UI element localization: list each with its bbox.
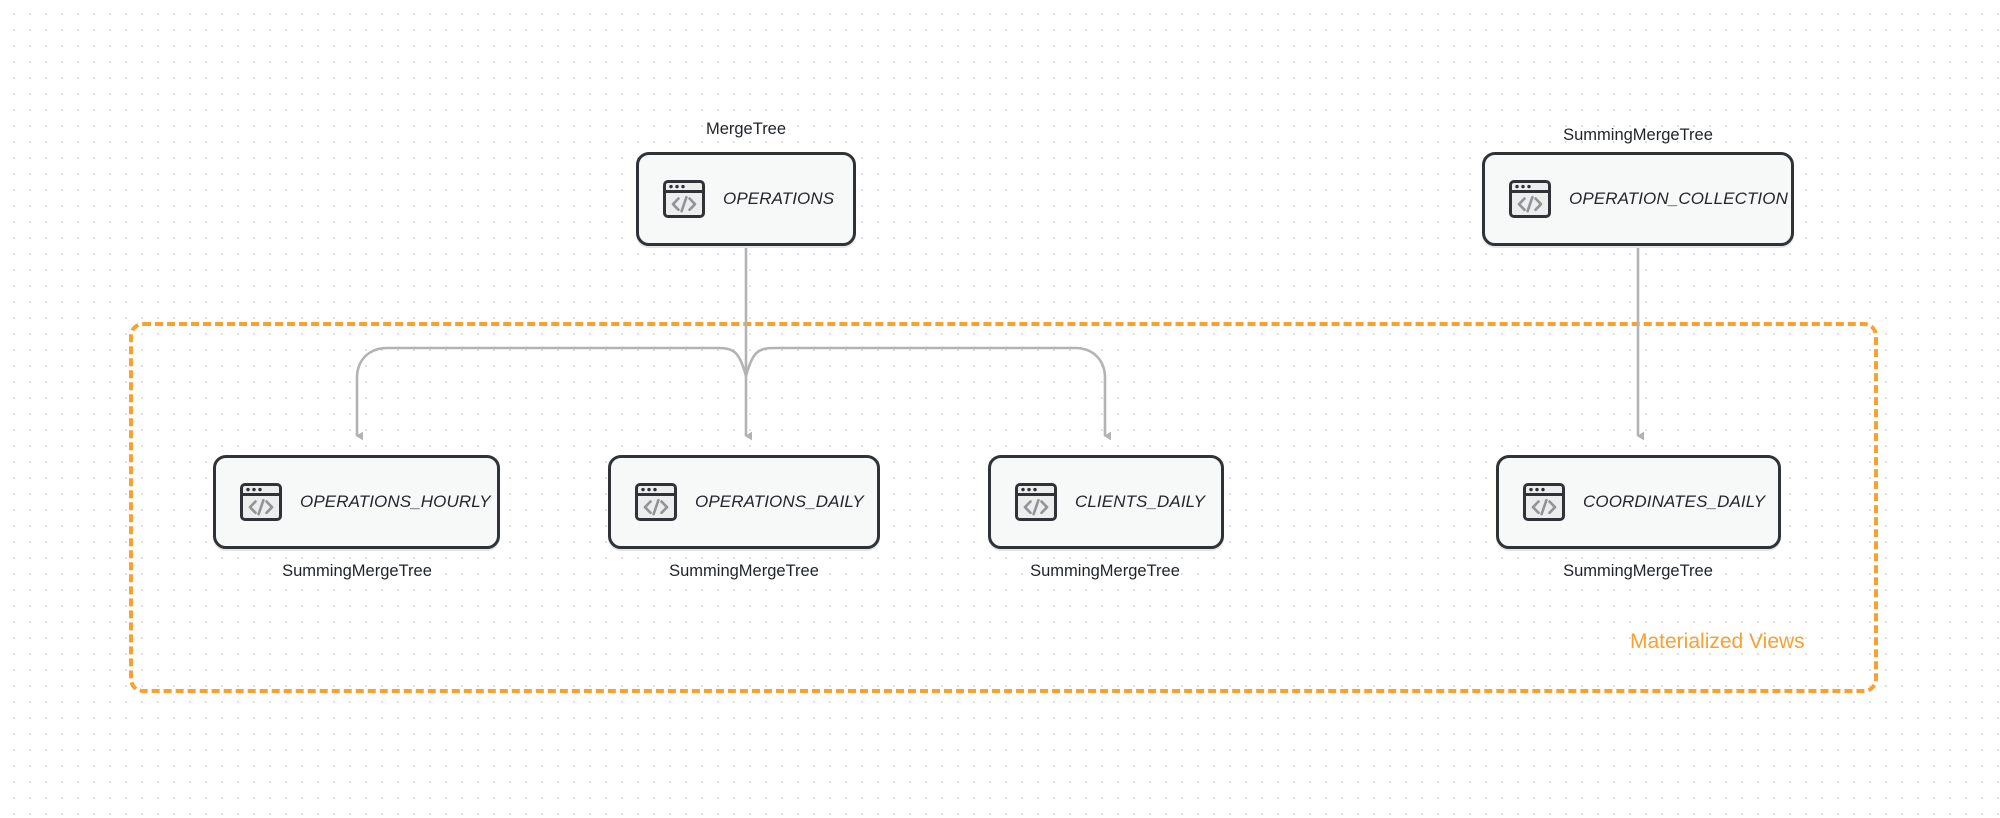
node-label-operation-collection: OPERATION_COLLECTION — [1569, 189, 1788, 208]
code-window-icon — [238, 479, 284, 525]
node-operations-hourly[interactable]: OPERATIONS_HOURLY — [213, 455, 500, 549]
node-operations[interactable]: OPERATIONS — [636, 152, 856, 246]
node-label-operations-daily: OPERATIONS_DAILY — [695, 492, 864, 511]
node-operations-daily[interactable]: OPERATIONS_DAILY — [608, 455, 880, 549]
node-clients-daily[interactable]: CLIENTS_DAILY — [988, 455, 1224, 549]
code-window-icon — [633, 479, 679, 525]
node-coordinates-daily[interactable]: COORDINATES_DAILY — [1496, 455, 1781, 549]
node-label-clients-daily: CLIENTS_DAILY — [1075, 492, 1206, 511]
engine-caption-operations-daily: SummingMergeTree — [669, 562, 819, 580]
engine-caption-operations: MergeTree — [705, 120, 787, 138]
engine-caption-coordinates-daily: SummingMergeTree — [1563, 562, 1713, 580]
code-window-icon — [1521, 479, 1567, 525]
engine-caption-operation-collection: SummingMergeTree — [1563, 126, 1713, 144]
code-window-icon — [1013, 479, 1059, 525]
engine-caption-clients-daily: SummingMergeTree — [1030, 562, 1180, 580]
node-label-operations-hourly: OPERATIONS_HOURLY — [300, 492, 491, 511]
engine-caption-operations-hourly: SummingMergeTree — [282, 562, 432, 580]
node-label-coordinates-daily: COORDINATES_DAILY — [1583, 492, 1766, 511]
materialized-views-group-label: Materialized Views — [1630, 630, 1805, 653]
code-window-icon — [661, 176, 707, 222]
code-window-icon — [1507, 176, 1553, 222]
node-label-operations: OPERATIONS — [723, 189, 835, 208]
materialized-views-group — [129, 322, 1878, 693]
node-operation-collection[interactable]: OPERATION_COLLECTION — [1482, 152, 1794, 246]
